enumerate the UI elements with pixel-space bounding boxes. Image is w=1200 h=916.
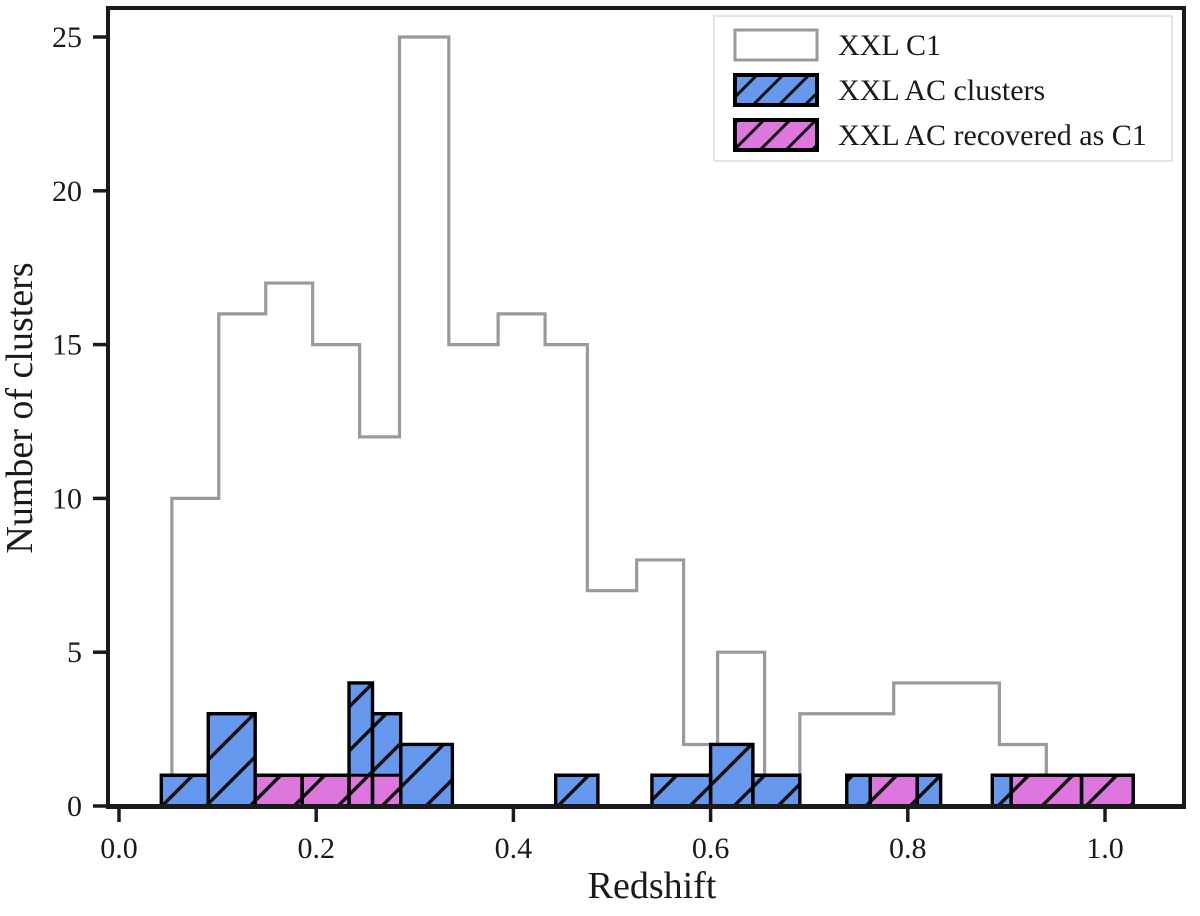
ac-bar-blue (208, 713, 256, 806)
ac-bar-outline (915, 773, 943, 806)
ac-bar-blue (400, 744, 453, 806)
c1-step-outline (170, 35, 1148, 807)
y-tick-label: 0 (67, 790, 82, 823)
ac-bar-magenta (1080, 773, 1135, 807)
series-xxl-ac (108, 681, 1184, 807)
ac-bar-magenta (253, 773, 304, 807)
ac-bar-blue (917, 775, 941, 806)
x-tick-label: 0.8 (889, 832, 927, 865)
ac-bar-magenta (347, 773, 375, 807)
ac-bar-outline (553, 773, 600, 806)
legend-swatch (733, 118, 819, 152)
ac-bar-outlines (159, 681, 1135, 806)
ac-bar-outline (399, 742, 455, 806)
axes-frame (106, 6, 1186, 809)
y-tick-label: 10 (52, 482, 82, 515)
ac-bar-outline (1079, 773, 1135, 806)
x-tick-label: 0.4 (495, 832, 533, 865)
ac-bar-blue (651, 775, 711, 806)
ac-bar-blue (555, 775, 598, 806)
x-axis-title: Redshift (588, 865, 717, 907)
ac-bar-blue (992, 775, 1012, 806)
legend-label: XXL AC clusters (838, 74, 1045, 107)
legend-label: XXL AC recovered as C1 (838, 119, 1147, 152)
ac-bar-magenta (300, 773, 351, 807)
ac-bar-magenta (371, 773, 403, 807)
y-tick-label: 20 (52, 175, 82, 208)
legend-label: XXL C1 (838, 29, 941, 62)
ac-bar-magenta (1009, 773, 1084, 807)
x-tick-label: 1.0 (1086, 832, 1124, 865)
ac-bar-blue (846, 775, 871, 806)
ac-bar-blue (161, 775, 209, 806)
legend-swatch (733, 73, 819, 107)
series-xxl-c1 (170, 35, 1148, 807)
x-tick-label: 0.0 (100, 832, 138, 865)
x-tick-label: 0.6 (692, 832, 730, 865)
legend-swatch (733, 28, 819, 62)
ac-bar-outline (206, 712, 257, 806)
ac-bar-outline (751, 773, 802, 806)
y-axis-title: Number of clusters (0, 262, 41, 553)
x-tick-label: 0.2 (297, 832, 335, 865)
y-axis-ticks: 0 5 10 15 20 25 (52, 21, 108, 823)
x-axis-ticks: 0.0 0.2 0.4 0.6 0.8 1.0 (100, 807, 1124, 865)
y-tick-label: 15 (52, 329, 82, 362)
ac-bar-magenta (868, 773, 919, 807)
ac-bar-blue (752, 775, 800, 806)
ac-bar-blue (710, 744, 753, 806)
y-tick-label: 25 (52, 21, 82, 54)
y-tick-label: 5 (67, 636, 82, 669)
